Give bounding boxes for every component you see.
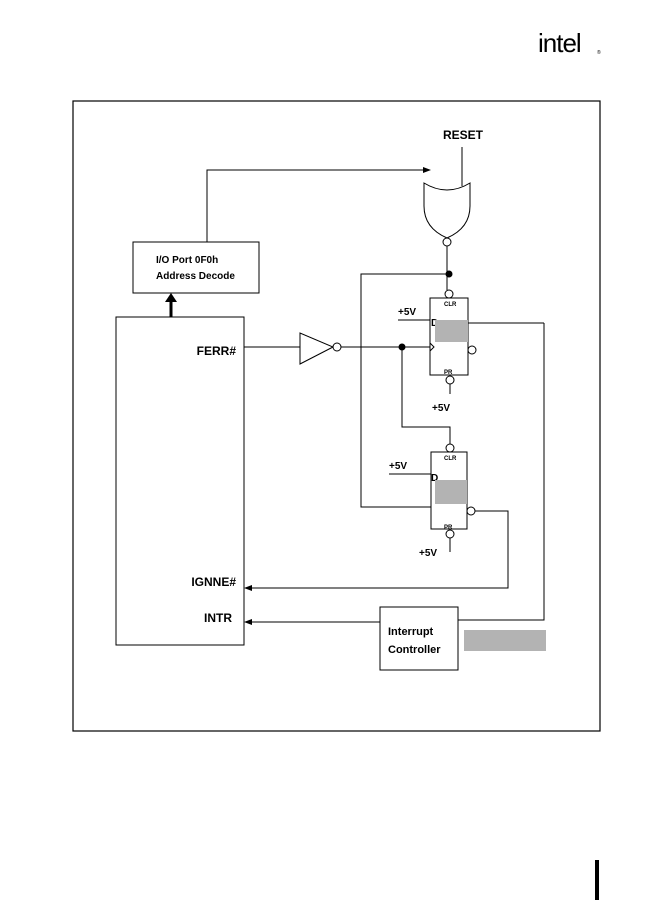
decode-to-gate-wire <box>206 169 423 242</box>
flipflop-bottom-redaction <box>435 480 467 504</box>
intr-arrowhead <box>244 619 252 625</box>
flipflop-top-clr-bubble <box>444 289 454 299</box>
reset-label: RESET <box>443 128 484 142</box>
interrupt-controller-line2: Controller <box>388 644 441 656</box>
or-gate <box>423 182 471 239</box>
flipflop-top-clr-label: CLR <box>444 302 457 308</box>
inverter-gate <box>299 332 335 365</box>
logo-registered-mark: ® <box>597 49 601 56</box>
flipflop-top-d-label: D <box>431 318 438 329</box>
inverter-bubble <box>332 342 342 352</box>
flipflop-bottom-pr-label: PR <box>444 525 453 531</box>
ignne-label: IGNNE# <box>191 575 236 589</box>
flipflop-top-to-pic-wire <box>458 323 545 621</box>
clr-to-bottom-ff-wire <box>360 273 449 508</box>
flipflop-top-pr-supply: +5V <box>432 403 450 414</box>
interrupt-controller-block <box>379 606 459 671</box>
figure-frame <box>72 100 601 732</box>
clk-to-bottom-ff-wire <box>401 347 451 444</box>
flipflop-bottom-clr-bubble <box>445 443 455 453</box>
cpu-to-decode-arrowhead <box>165 293 177 302</box>
flipflop-top-clock-marker <box>429 342 435 352</box>
ignne-feedback-wire <box>252 510 509 589</box>
flipflop-bottom-clr-label: CLR <box>444 456 457 462</box>
ferr-label: FERR# <box>197 344 237 358</box>
flipflop-top-d-supply: +5V <box>398 307 416 318</box>
page-edge-bar <box>595 860 599 900</box>
io-decode-line1: I/O Port 0F0h <box>156 255 218 266</box>
flipflop-bottom-d-supply: +5V <box>389 461 407 472</box>
flipflop-bottom-pr-bubble <box>445 529 455 539</box>
flipflop-top-pr-bubble <box>445 375 455 385</box>
pic-redaction <box>464 630 546 651</box>
or-gate-bubble <box>442 237 452 247</box>
ignne-arrowhead <box>244 585 252 591</box>
io-decode-line2: Address Decode <box>156 271 235 282</box>
flipflop-top-pr-label: PR <box>444 370 453 376</box>
flipflop-top-redaction <box>435 320 468 342</box>
flipflop-bottom-qbar-bubble <box>466 506 476 516</box>
logo-text: intel <box>538 28 581 58</box>
flipflop-top-qbar-bubble <box>467 345 477 355</box>
flipflop-bottom-d-label: D <box>431 473 438 484</box>
decode-to-gate-arrowhead <box>423 167 431 173</box>
intr-label: INTR <box>204 611 232 625</box>
interrupt-controller-line1: Interrupt <box>388 626 434 638</box>
intel-logo: intel ® <box>538 28 601 58</box>
flipflop-bottom-pr-supply: +5V <box>419 548 437 559</box>
cpu-block <box>115 316 245 646</box>
io-decode-block <box>132 241 260 294</box>
